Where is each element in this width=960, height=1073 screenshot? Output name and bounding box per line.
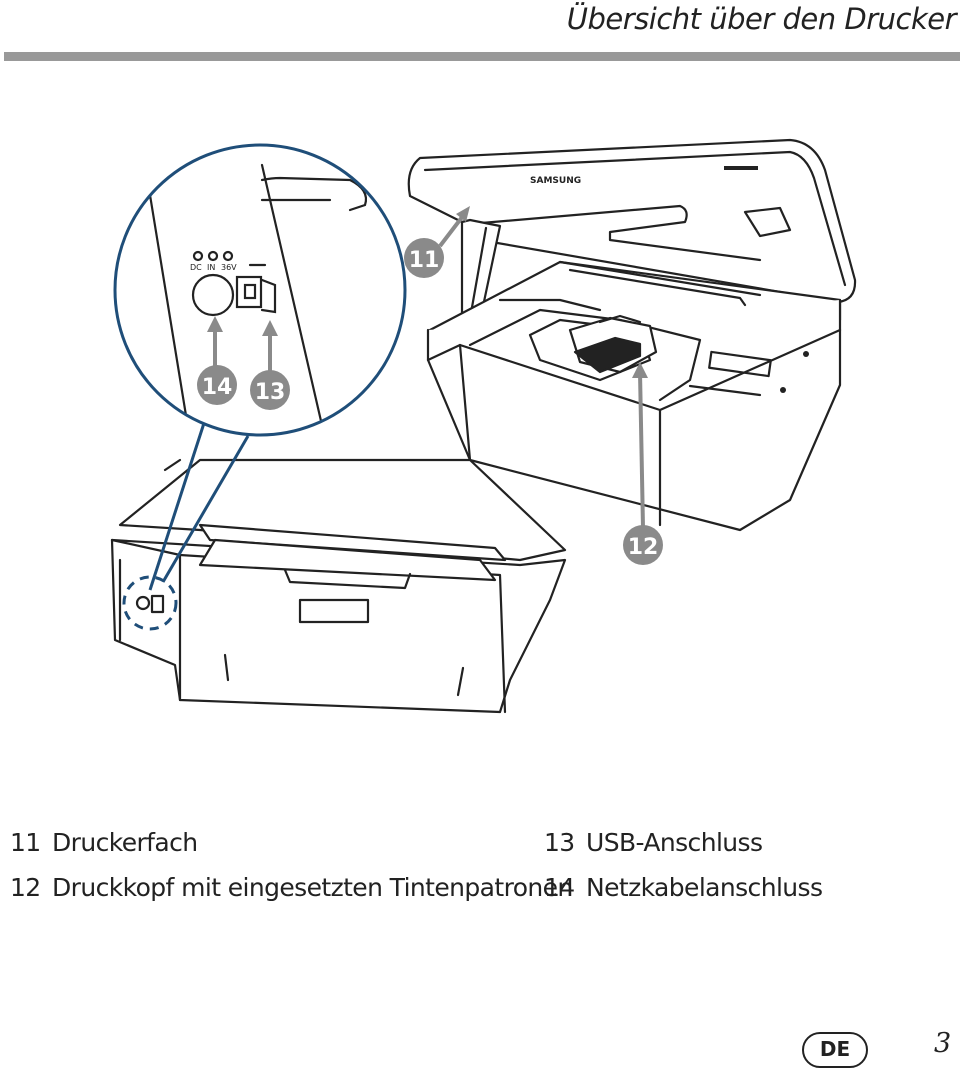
callout-12-number: 12 xyxy=(628,535,659,560)
callout-13-number: 13 xyxy=(255,380,286,405)
callout-13-badge xyxy=(250,370,290,410)
legend-label: USB-Anschluss xyxy=(586,828,763,857)
language-badge: DE xyxy=(802,1032,868,1068)
magnifier-leader-left xyxy=(148,419,207,591)
callout-13-arrowhead xyxy=(262,320,278,336)
callout-12-line xyxy=(638,371,645,529)
port-highlight-circle xyxy=(122,575,178,631)
page-header-title: Übersicht über den Drucker xyxy=(566,2,957,36)
callout-12-arrowhead xyxy=(632,362,648,378)
callout-14-badge xyxy=(197,365,237,405)
header-rule xyxy=(4,52,960,61)
callout-11-number: 11 xyxy=(409,248,440,273)
legend-number: 12 xyxy=(10,873,41,902)
legend-label: Netzkabelanschluss xyxy=(586,873,823,902)
callout-14-number: 14 xyxy=(202,375,233,400)
port-label-dc: DC xyxy=(190,263,202,272)
legend-label: Druckerfach xyxy=(52,828,198,857)
legend-number: 13 xyxy=(544,828,575,857)
legend-number: 11 xyxy=(10,828,41,857)
callout-14-arrowhead xyxy=(207,316,223,332)
legend-label: Druckkopf mit eingesetzten Tintenpatrone… xyxy=(52,873,573,902)
printer-brand-label: SAMSUNG xyxy=(530,176,581,186)
legend-number: 14 xyxy=(544,873,575,902)
legend-item-11: 11 Druckerfach xyxy=(10,828,198,857)
printer-illustration: SAMSUNG 11 xyxy=(110,138,857,714)
port-label-in: IN xyxy=(207,263,215,272)
legend-item-13: 13 USB-Anschluss xyxy=(544,828,763,857)
port-label-volt: 36V xyxy=(221,263,237,272)
callout-11-badge xyxy=(404,238,444,278)
legend-item-14: 14 Netzkabelanschluss xyxy=(544,873,823,902)
rear-printer xyxy=(110,458,567,714)
callout-11-arrowhead xyxy=(456,206,470,222)
legend-item-12: 12 Druckkopf mit eingesetzten Tintenpatro… xyxy=(10,873,573,902)
open-printer: SAMSUNG xyxy=(407,138,857,532)
callout-12-badge xyxy=(623,525,663,565)
page-number: 3 xyxy=(934,1028,952,1059)
magnifier-leader-right xyxy=(161,435,250,583)
magnifier-circle: DC IN 36V xyxy=(113,143,407,437)
